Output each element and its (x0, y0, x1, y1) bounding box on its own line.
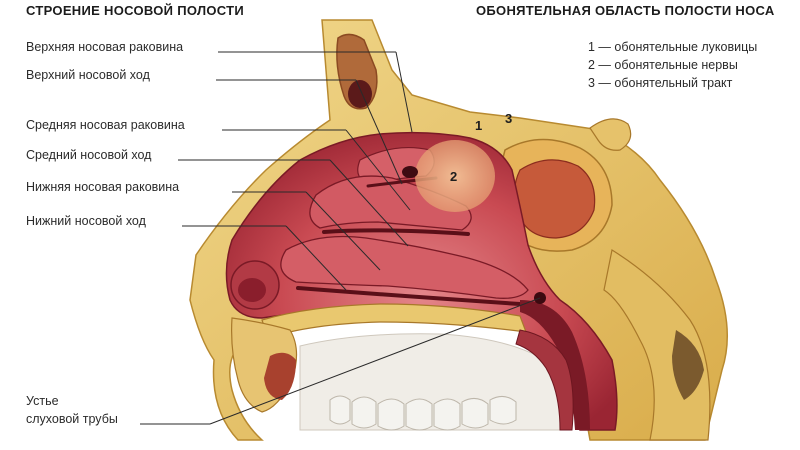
olfactory-dark-spot (402, 166, 418, 178)
legend-item-2: 2 — обонятельные нервы (588, 58, 738, 72)
leader-lines (140, 51, 541, 425)
marker-1: 1 (475, 118, 482, 133)
label-inferior-meatus: Нижний носовой ход (26, 214, 146, 228)
marker-3: 3 (505, 111, 512, 126)
upper-teeth (329, 395, 517, 431)
legend-item-3: 3 — обонятельный тракт (588, 76, 733, 90)
legend-item-1: 1 — обонятельные луковицы (588, 40, 758, 54)
marker-2: 2 (450, 169, 457, 184)
middle-meatus-shadow (322, 228, 470, 236)
lip-inner (264, 352, 296, 400)
label-eustachian-line2: слуховой трубы (26, 412, 118, 426)
inferior-concha (280, 235, 529, 299)
label-superior-meatus: Верхний носовой ход (26, 68, 150, 82)
label-eustachian-line1: Устье (26, 394, 59, 408)
label-inferior-concha: Нижняя носовая раковина (26, 180, 180, 194)
label-middle-concha: Средняя носовая раковина (26, 118, 185, 132)
soft-palate (515, 329, 574, 431)
sphenoid-sinus-cavity (513, 159, 596, 239)
label-middle-meatus: Средний носовой ход (26, 148, 152, 162)
cervical-shadow (672, 330, 704, 400)
nostril-shadow (238, 278, 266, 302)
sella-bone (589, 118, 632, 151)
label-superior-concha: Верхняя носовая раковина (26, 40, 184, 54)
middle-concha (309, 175, 472, 231)
diagram-title: СТРОЕНИЕ НОСОВОЙ ПОЛОСТИ (26, 3, 245, 18)
frontal-sinus-inner (348, 80, 372, 108)
olfactory-section-title: ОБОНЯТЕЛЬНАЯ ОБЛАСТЬ ПОЛОСТИ НОСА (476, 3, 775, 18)
inferior-meatus-shadow (296, 286, 522, 306)
olfactory-region (415, 140, 495, 212)
